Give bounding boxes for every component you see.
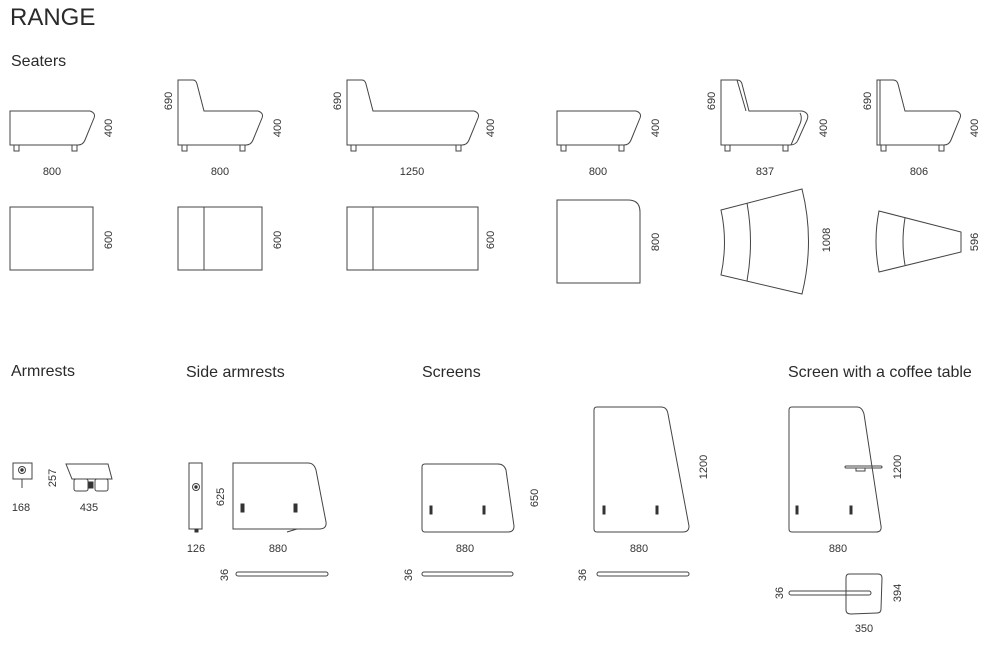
seater-2-side-view bbox=[177, 79, 263, 152]
seater-3-side-view bbox=[346, 79, 479, 152]
screen-1200-panel bbox=[593, 406, 690, 533]
armrest-width-front: 168 bbox=[12, 502, 30, 514]
seater-3-height: 400 bbox=[485, 119, 497, 137]
seater-2-width: 800 bbox=[211, 166, 229, 178]
side-armrest-width: 880 bbox=[269, 543, 287, 555]
seater-2-back-height: 690 bbox=[163, 92, 175, 110]
seater-1-width: 800 bbox=[43, 166, 61, 178]
screen-650-panel bbox=[421, 463, 515, 533]
screen-coffee-panel bbox=[788, 406, 882, 533]
side-armrest-panel bbox=[232, 462, 327, 533]
section-screen-coffee-table: Screen with a coffee table bbox=[788, 364, 972, 381]
coffee-table-width: 350 bbox=[855, 623, 873, 635]
side-armrest-panel-top-view bbox=[235, 571, 329, 577]
screen-650-thickness: 36 bbox=[403, 569, 415, 581]
armrest-front-view bbox=[12, 462, 33, 488]
coffee-table-depth: 394 bbox=[892, 584, 904, 602]
seater-6-width: 806 bbox=[910, 166, 928, 178]
armrest-side-view bbox=[65, 463, 113, 492]
side-armrest-height: 625 bbox=[215, 488, 227, 506]
seater-1-top-view bbox=[9, 206, 94, 271]
seater-5-back-height: 690 bbox=[706, 92, 718, 110]
seater-4-side-view bbox=[556, 110, 641, 152]
screen-1200-thickness: 36 bbox=[577, 569, 589, 581]
section-screens: Screens bbox=[422, 364, 481, 381]
section-armrests: Armrests bbox=[11, 363, 75, 380]
screen-1200-height: 1200 bbox=[698, 455, 710, 479]
seater-2-height: 400 bbox=[272, 119, 284, 137]
seater-4-height: 400 bbox=[650, 119, 662, 137]
seater-3-back-height: 690 bbox=[332, 92, 344, 110]
side-armrest-edge-view bbox=[188, 462, 203, 533]
seater-1-side-view bbox=[9, 110, 95, 152]
screen-coffee-thickness: 36 bbox=[774, 587, 786, 599]
seater-4-top-view bbox=[556, 199, 641, 284]
page-title: RANGE bbox=[10, 4, 95, 31]
seater-5-top-view bbox=[720, 188, 809, 295]
seater-1-depth: 600 bbox=[103, 231, 115, 249]
seater-6-depth: 596 bbox=[969, 233, 981, 251]
seater-1-height: 400 bbox=[103, 119, 115, 137]
screen-coffee-width: 880 bbox=[829, 543, 847, 555]
side-armrest-panel-thickness: 36 bbox=[219, 569, 231, 581]
screen-1200-top-view bbox=[596, 571, 690, 577]
screen-650-height: 650 bbox=[529, 489, 541, 507]
side-armrest-thickness: 126 bbox=[187, 543, 205, 555]
seater-5-side-view bbox=[720, 79, 809, 152]
seater-4-depth: 800 bbox=[650, 233, 662, 251]
seater-6-back-height: 690 bbox=[862, 92, 874, 110]
armrest-width-side: 435 bbox=[80, 502, 98, 514]
seater-6-top-view bbox=[875, 210, 962, 273]
seater-3-depth: 600 bbox=[485, 231, 497, 249]
seater-6-height: 400 bbox=[969, 119, 981, 137]
seater-4-width: 800 bbox=[589, 166, 607, 178]
armrest-height: 257 bbox=[47, 469, 59, 487]
coffee-table-side-view bbox=[844, 465, 883, 472]
screen-650-width: 880 bbox=[456, 543, 474, 555]
screen-coffee-height: 1200 bbox=[892, 455, 904, 479]
screen-1200-width: 880 bbox=[630, 543, 648, 555]
seater-5-width: 837 bbox=[756, 166, 774, 178]
screen-coffee-top-view bbox=[788, 573, 883, 615]
seater-5-depth: 1008 bbox=[821, 228, 833, 252]
section-seaters: Seaters bbox=[11, 53, 66, 70]
screen-650-top-view bbox=[421, 571, 514, 577]
section-side-armrests: Side armrests bbox=[186, 364, 285, 381]
seater-3-width: 1250 bbox=[400, 166, 424, 178]
seater-5-height: 400 bbox=[818, 119, 830, 137]
seater-2-top-view bbox=[177, 206, 263, 271]
seater-2-depth: 600 bbox=[272, 231, 284, 249]
seater-3-top-view bbox=[346, 206, 479, 271]
seater-6-side-view bbox=[876, 79, 961, 152]
